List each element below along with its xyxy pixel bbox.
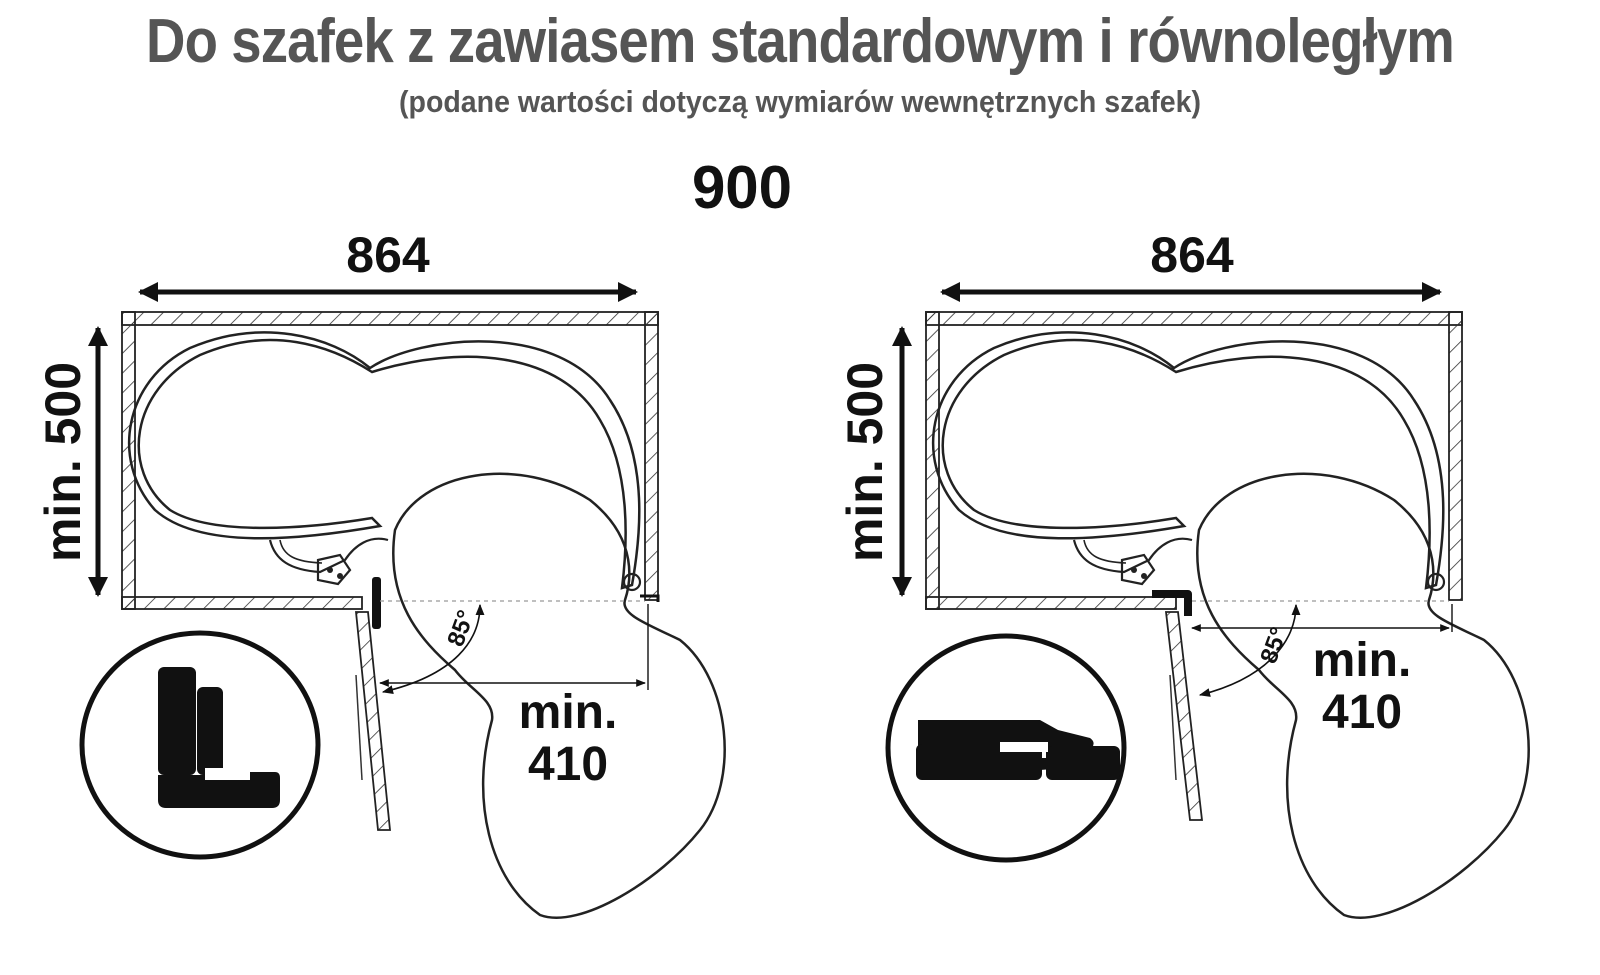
rear-shelf	[127, 331, 641, 590]
depth-label: min. 500	[837, 362, 893, 562]
cabinet-size-label: 900	[692, 154, 792, 221]
angle-arc	[1198, 603, 1301, 697]
mechanism-bracket	[1120, 553, 1156, 586]
page-title: Do szafek z zawiasem standardowym i równ…	[146, 7, 1455, 76]
width-label: 864	[346, 227, 430, 283]
cabinet-walls	[925, 311, 1463, 610]
hinge-marker	[372, 577, 381, 629]
diagram-parallel-hinge: 864 min. 500 min. 410 85°	[837, 227, 1530, 919]
pivot	[1426, 572, 1446, 592]
opening-label-line2: 410	[1322, 686, 1402, 739]
pivot	[622, 572, 642, 592]
opening-label-line1: min.	[1313, 634, 1412, 687]
opening-label-line1: min.	[519, 686, 618, 739]
mechanism-bracket	[316, 553, 352, 586]
diagram-standard-hinge: 864 min. 500 min.	[35, 227, 726, 919]
angle-label: 85°	[442, 607, 480, 650]
cabinet-walls	[121, 311, 659, 610]
hinge-detail-circle	[885, 633, 1127, 863]
angle-arc	[381, 603, 485, 695]
cabinet-door	[1164, 611, 1204, 821]
standard-hinge-icon	[158, 667, 280, 808]
cabinet-door	[355, 611, 391, 831]
hinge-marker	[1152, 590, 1192, 616]
depth-label: min. 500	[35, 362, 91, 562]
page-subtitle: (podane wartości dotyczą wymiarów wewnęt…	[399, 84, 1201, 119]
opening-label-line2: 410	[528, 738, 608, 791]
angle-label: 85°	[1255, 624, 1293, 667]
hinge-detail-circle	[79, 630, 321, 860]
rear-shelf	[931, 331, 1445, 590]
parallel-hinge-icon	[916, 720, 1120, 780]
width-label: 864	[1150, 227, 1234, 283]
